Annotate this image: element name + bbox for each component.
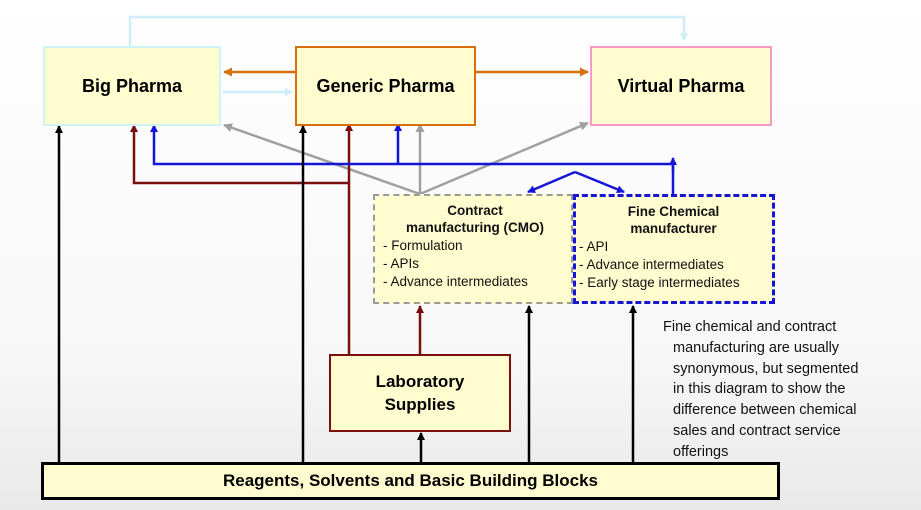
fine-chemical-title-line: manufacturer <box>630 221 717 236</box>
fine-chemical-title-line: Fine Chemical <box>627 204 720 219</box>
fine-chemical-item: - Early stage intermediates <box>579 275 740 290</box>
arrow-cmo-to-virtual <box>419 121 589 196</box>
laboratory-supplies-label: Laboratory <box>375 372 465 391</box>
note-line: synonymous, but segmented <box>673 360 859 377</box>
reagents-label: Reagents, Solvents and Basic Building Bl… <box>222 471 599 490</box>
note-line: Fine chemical and contract <box>663 319 837 335</box>
virtual-pharma-box: Virtual Pharma <box>590 46 772 126</box>
explanatory-note: Fine chemical and contract manufacturing… <box>663 317 913 463</box>
virtual-pharma-label: Virtual Pharma <box>617 75 745 96</box>
arrow-fine-chem-self <box>574 170 625 194</box>
laboratory-supplies-label: Supplies <box>384 395 456 414</box>
arrow-big-to-virtual <box>128 15 688 46</box>
cmo-box: Contract manufacturing (CMO) - Formulati… <box>373 194 573 304</box>
reagents-box: Reagents, Solvents and Basic Building Bl… <box>41 462 780 500</box>
fine-chemical-item: - Advance intermediates <box>579 257 724 272</box>
big-pharma-label: Big Pharma <box>81 75 183 96</box>
cmo-title-line: Contract <box>447 203 503 218</box>
generic-pharma-label: Generic Pharma <box>316 75 455 96</box>
cmo-item: - APIs <box>383 256 420 271</box>
fine-chemical-box: Fine Chemical manufacturer - API - Advan… <box>573 194 775 304</box>
note-line: difference between chemical <box>673 402 857 419</box>
cmo-title-line: manufacturing (CMO) <box>406 220 544 235</box>
arrow-fine-chem-to-cmo <box>527 170 576 194</box>
fine-chemical-title: Fine Chemical manufacturer <box>579 203 768 237</box>
big-pharma-box: Big Pharma <box>43 46 221 126</box>
cmo-title: Contract manufacturing (CMO) <box>383 202 567 236</box>
note-line: offerings <box>673 443 729 460</box>
laboratory-supplies-box: Laboratory Supplies <box>329 354 511 432</box>
arrow-cmo-to-big <box>223 123 421 196</box>
cmo-item: - Formulation <box>383 238 463 253</box>
note-line: sales and contract service <box>673 422 841 439</box>
fine-chemical-item: - API <box>579 239 609 254</box>
generic-pharma-box: Generic Pharma <box>295 46 476 126</box>
arrow-fine-chem-to-big <box>150 124 675 194</box>
note-line: in this diagram to show the <box>673 381 846 398</box>
cmo-item: - Advance intermediates <box>383 274 528 289</box>
arrow-lab-to-big <box>130 124 349 185</box>
note-line: manufacturing are usually <box>673 339 840 356</box>
